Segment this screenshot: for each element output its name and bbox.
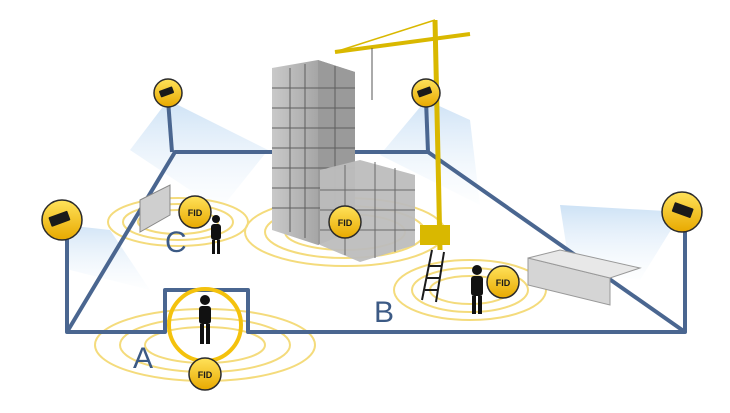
fid-tag-icon: FID	[178, 195, 212, 229]
zone-label-b: B	[374, 296, 394, 329]
ladder-icon	[421, 249, 445, 303]
svg-text:FID: FID	[188, 208, 203, 218]
fid-tag-icon: FID	[188, 357, 222, 391]
fid-tag-icon: FID	[328, 205, 362, 239]
camera-icon	[661, 191, 703, 233]
camera-icon	[411, 78, 441, 108]
svg-text:FID: FID	[338, 218, 353, 228]
camera-icon	[41, 199, 83, 241]
worker-icon	[199, 215, 483, 344]
container-icon	[139, 184, 642, 306]
camera-icon	[153, 78, 183, 108]
building-icon	[272, 60, 415, 262]
svg-text:FID: FID	[496, 278, 511, 288]
zone-label-a: A	[133, 342, 153, 375]
crane-icon	[334, 19, 471, 251]
fid-tag-icon: FID	[486, 265, 520, 299]
zone-label-c: C	[165, 226, 187, 259]
svg-text:FID: FID	[198, 370, 213, 380]
